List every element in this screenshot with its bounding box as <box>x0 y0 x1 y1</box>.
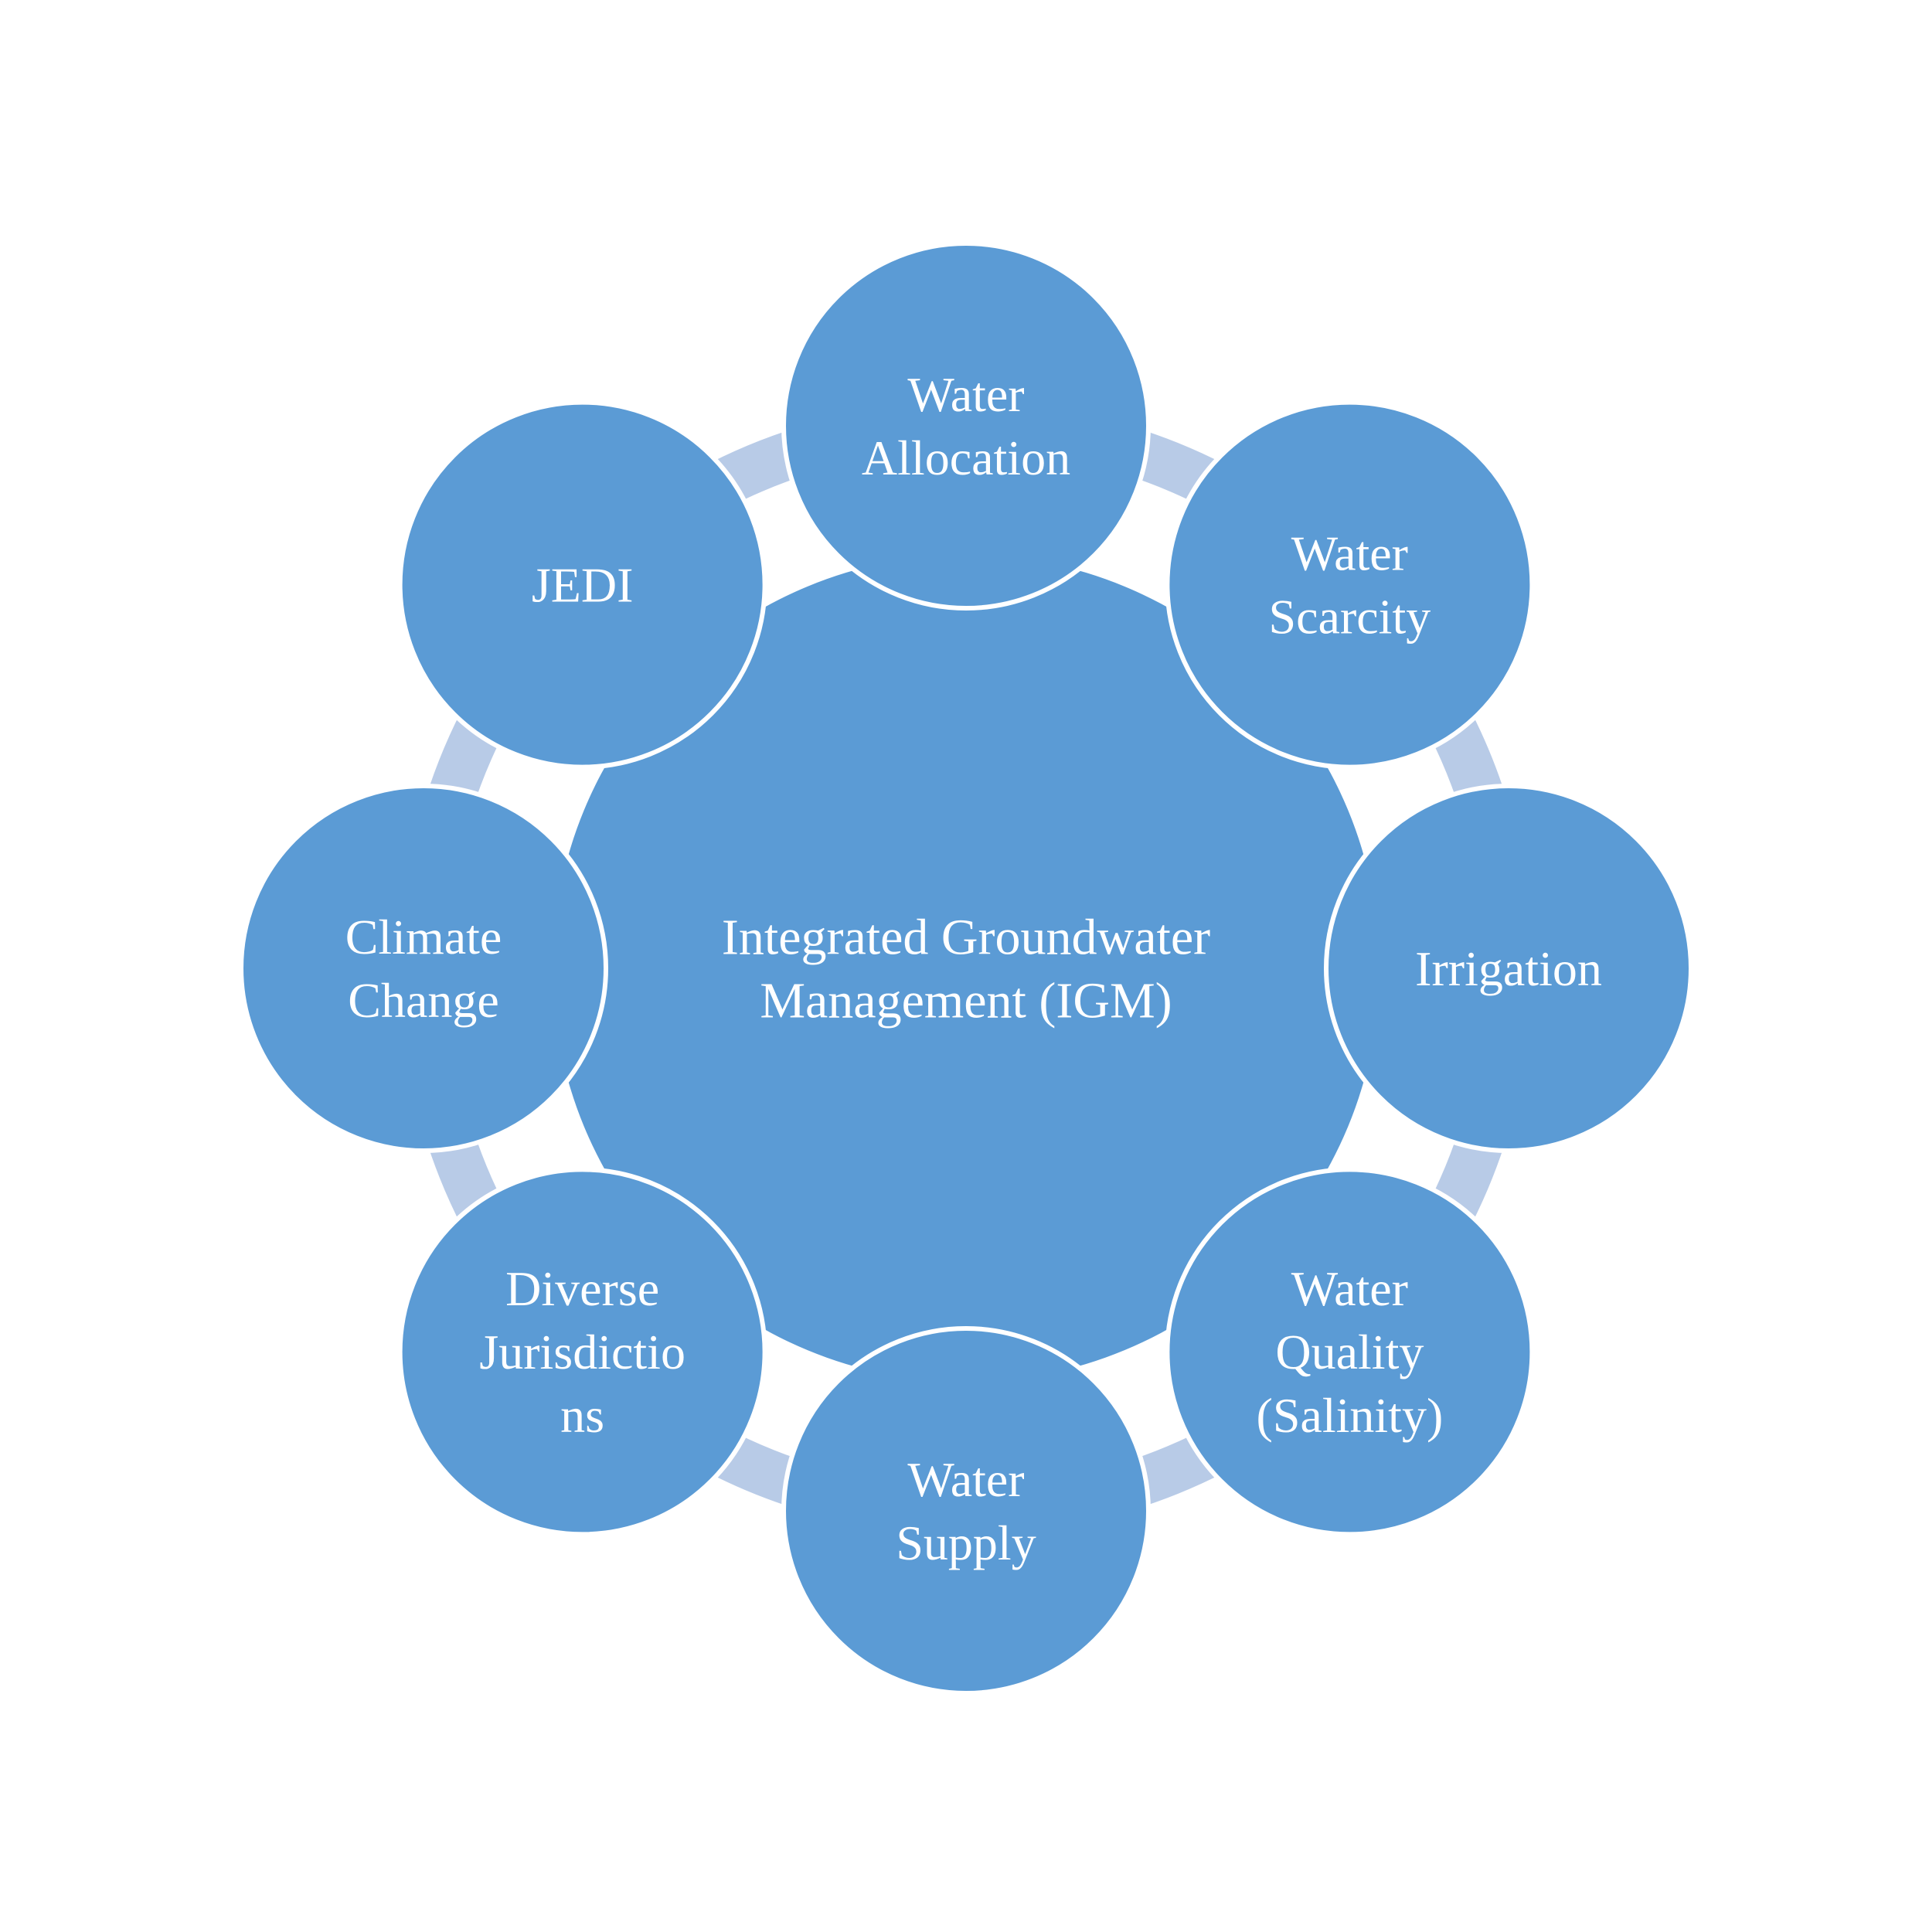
node-circle <box>781 1326 1151 1696</box>
center-label-line-2: Management (IGM) <box>760 972 1172 1029</box>
node-label-line-1: Climate <box>345 910 502 964</box>
node-circle <box>397 1167 767 1537</box>
node-label-line-2: Allocation <box>862 430 1070 485</box>
node-label: JEDI <box>532 557 634 612</box>
center-label-line-1: Integrated Groundwater <box>722 909 1210 965</box>
node-label-line-1: Water <box>907 367 1024 422</box>
node-label-line-1: Water <box>907 1452 1024 1507</box>
node-circle <box>239 784 608 1153</box>
node-circle <box>1324 784 1693 1153</box>
node-label-line-1: Irrigation <box>1415 941 1602 996</box>
node-label-line-2: Scarcity <box>1269 589 1431 644</box>
node-label-line-2: Jurisdictio <box>479 1325 686 1379</box>
node-circle <box>781 241 1151 611</box>
node-irrigation: Irrigation <box>1324 784 1693 1153</box>
node-label-line-3: (Salinity) <box>1257 1388 1444 1443</box>
center-circle <box>553 555 1380 1382</box>
node-label-line-1: Water <box>1291 526 1408 580</box>
node-label-line-2: Quality <box>1275 1325 1424 1379</box>
node-circle <box>397 400 767 770</box>
node-label-line-1: JEDI <box>532 557 634 612</box>
node-label-line-1: Diverse <box>505 1261 659 1316</box>
node-label-line-2: Supply <box>896 1515 1036 1570</box>
node-circle <box>1165 400 1535 770</box>
node-label-line-3: ns <box>560 1388 604 1443</box>
node-label-line-1: Water <box>1291 1261 1408 1316</box>
node-label: Irrigation <box>1415 941 1602 996</box>
node-label-line-2: Change <box>348 973 499 1028</box>
node-circle <box>1165 1167 1535 1537</box>
node-jedi: JEDI <box>397 400 767 770</box>
